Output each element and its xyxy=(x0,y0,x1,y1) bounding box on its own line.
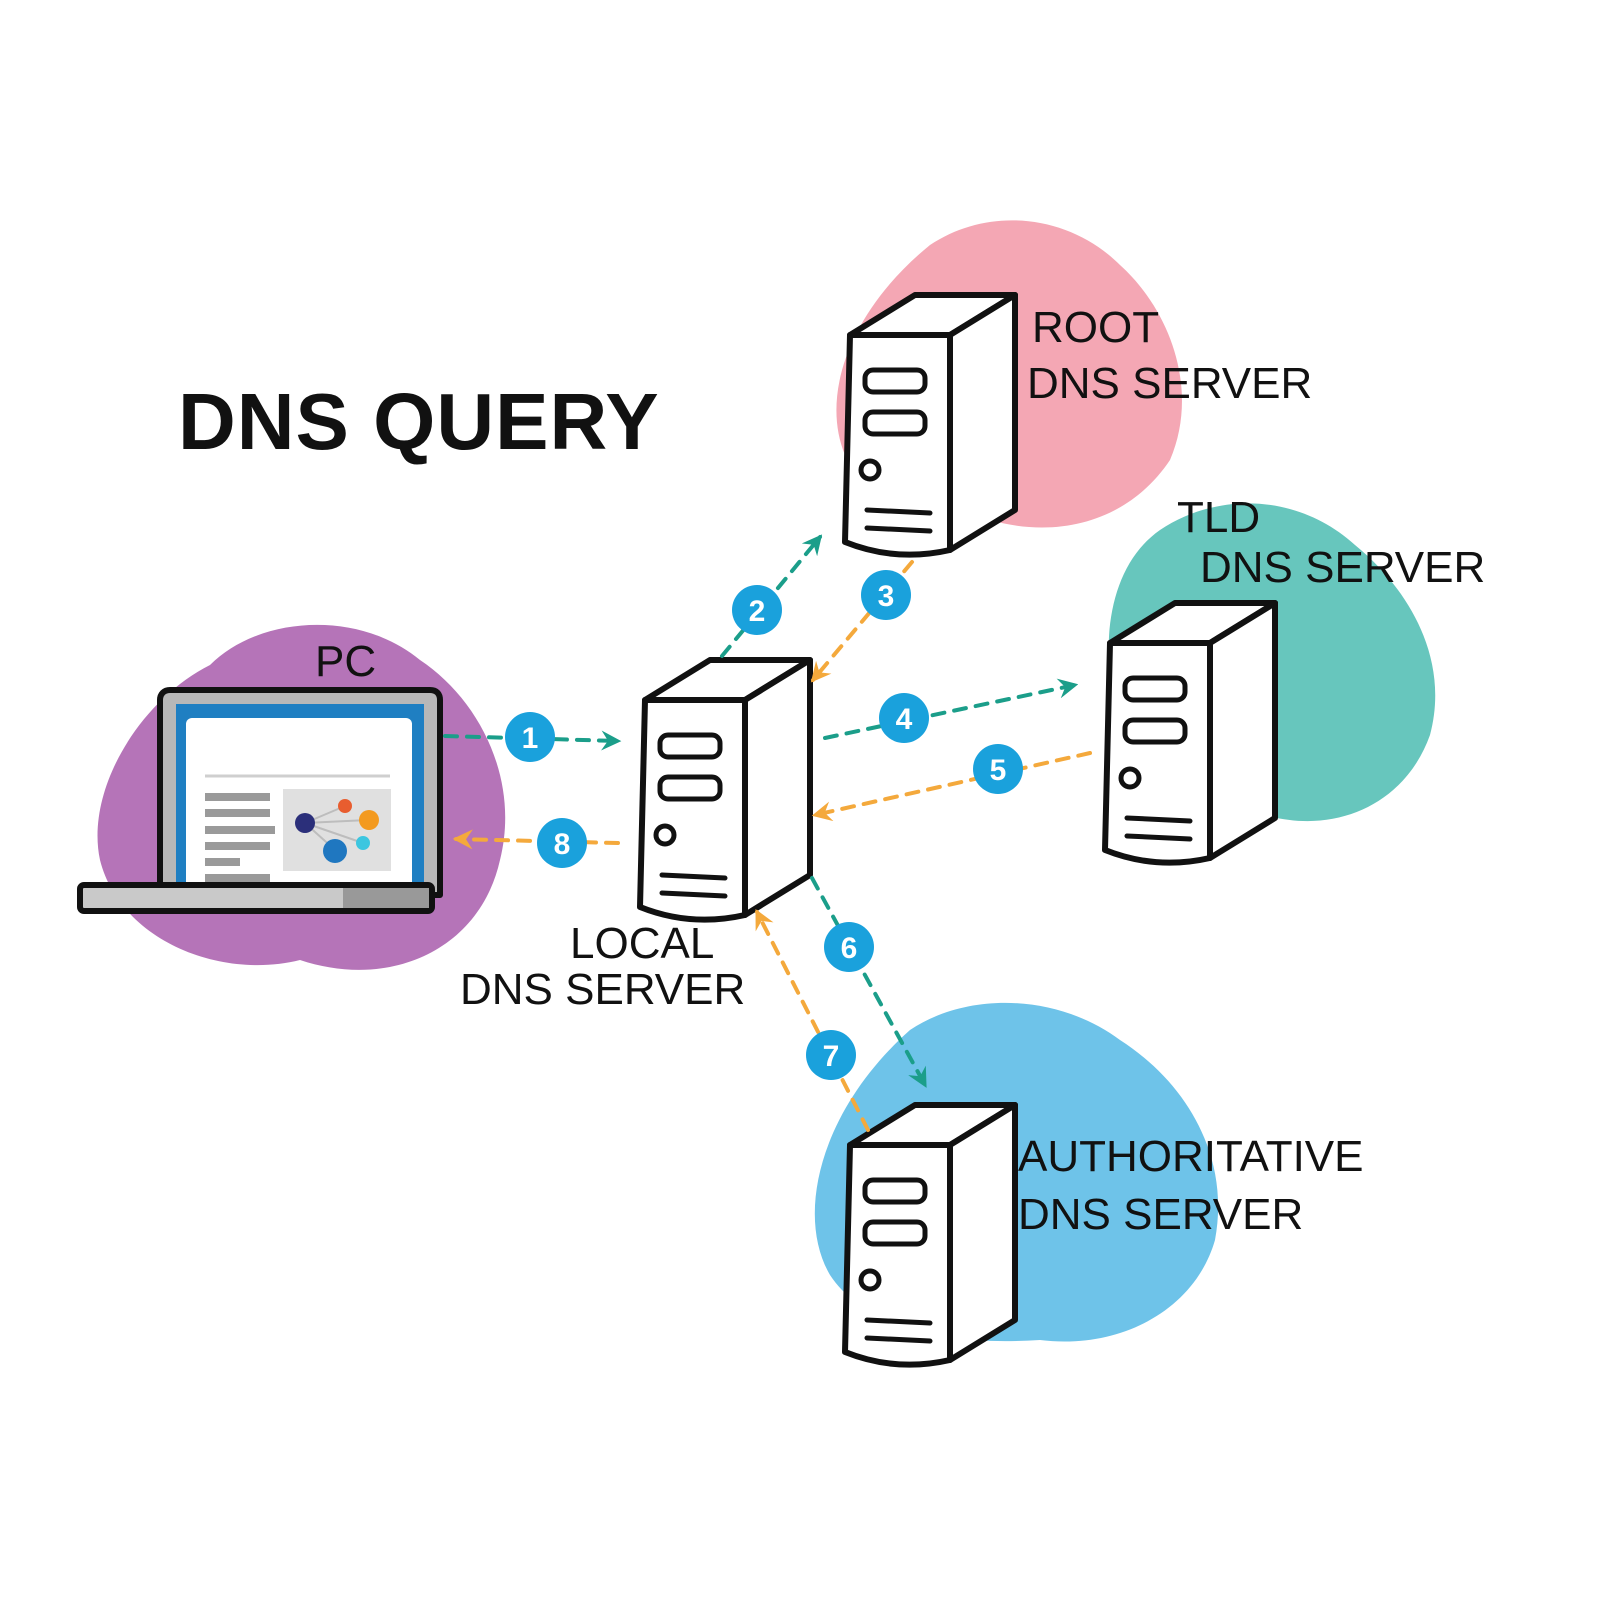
step-label-5: 5 xyxy=(990,754,1007,787)
step-5-arrow xyxy=(811,751,1092,822)
laptop-icon xyxy=(77,687,443,914)
local-server-icon xyxy=(640,660,810,920)
step-badge-2: 2 xyxy=(732,585,782,635)
local-label-line2: DNS SERVER xyxy=(460,965,746,1014)
step-badge-1: 1 xyxy=(505,712,555,762)
step-badge-5: 5 xyxy=(973,744,1023,794)
step-label-3: 3 xyxy=(878,580,895,613)
diagram-title: DNS QUERY xyxy=(178,377,660,466)
root-label-line2: DNS SERVER xyxy=(1027,359,1313,408)
step-label-1: 1 xyxy=(522,722,539,755)
step-badge-7: 7 xyxy=(806,1030,856,1080)
step-6-arrow xyxy=(810,876,927,1088)
step-label-2: 2 xyxy=(749,595,766,628)
tld-label-line1: TLD xyxy=(1177,493,1261,542)
root-label-line1: ROOT xyxy=(1032,303,1160,352)
pc-label: PC xyxy=(315,637,377,686)
step-4-arrow xyxy=(823,678,1079,740)
step-badge-3: 3 xyxy=(861,570,911,620)
step-label-4: 4 xyxy=(896,703,913,736)
step-badge-6: 6 xyxy=(824,922,874,972)
step-8-arrow xyxy=(452,829,620,850)
authoritative-label-line1: AUTHORITATIVE xyxy=(1018,1132,1364,1181)
step-label-7: 7 xyxy=(823,1040,840,1073)
tld-server-icon xyxy=(1105,603,1275,863)
step-badge-4: 4 xyxy=(879,693,929,743)
step-7-arrow xyxy=(755,909,870,1132)
local-label-line1: LOCAL xyxy=(570,919,715,968)
authoritative-label-line2: DNS SERVER xyxy=(1018,1190,1304,1239)
step-badge-8: 8 xyxy=(537,818,587,868)
step-label-6: 6 xyxy=(841,932,858,965)
step-label-8: 8 xyxy=(554,828,571,861)
root-server-icon xyxy=(845,295,1015,555)
tld-label-line2: DNS SERVER xyxy=(1200,543,1486,592)
authoritative-server-icon xyxy=(845,1105,1015,1365)
